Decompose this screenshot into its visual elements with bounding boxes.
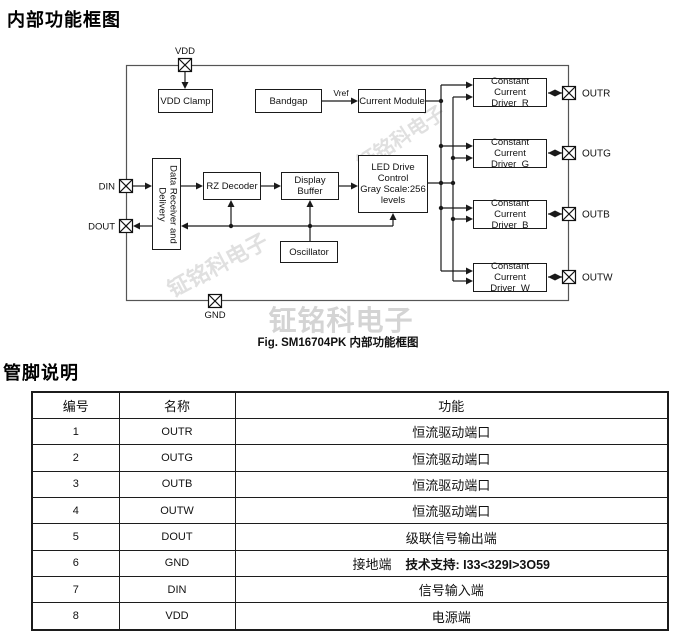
outb-pin-icon: [561, 206, 577, 222]
pin-description-table: 编号 名称 功能 1 OUTR 恒流驱动端口 2 OUTG 恒流驱动端口 3 O…: [31, 391, 669, 631]
outg-pin-label: OUTG: [582, 149, 611, 160]
constant-current-driver-w-block: Constant Current Driver W: [473, 261, 547, 294]
section-title-pin-description: 管脚说明: [3, 363, 79, 383]
constant-current-driver-g-block: Constant Current Driver G: [473, 137, 547, 170]
outb-pin-label: OUTB: [582, 210, 610, 221]
diagram-wires: [133, 72, 562, 282]
din-pin-label: DIN: [99, 182, 116, 193]
vdd-clamp-block: VDD Clamp: [158, 89, 213, 113]
outw-pin-icon: [561, 269, 577, 285]
functional-block-diagram: 钲铭科电子 钲铭科电子 钲铭科电子: [88, 46, 613, 349]
outg-pin-icon: [561, 145, 577, 161]
header-pin-name: 名称: [118, 391, 236, 419]
arrowheads: [133, 81, 562, 285]
vref-signal-label: Vref: [333, 88, 349, 98]
display-buffer-block: Display Buffer: [281, 172, 339, 200]
gnd-function-cell: 接地端技术支持: I33<329I>3O59: [234, 549, 669, 578]
constant-current-driver-r-block: Constant Current Driver R: [473, 76, 547, 109]
table-row: 7 DIN 信号输入端: [31, 576, 669, 604]
outr-pin-label: OUTR: [582, 89, 610, 100]
data-receiver-block: Data Receiver and Delivery: [152, 158, 181, 250]
header-pin-function: 功能: [234, 391, 669, 419]
rz-decoder-block: RZ Decoder: [203, 172, 261, 200]
table-row: 5 DOUT 级联信号输出端: [31, 523, 669, 551]
header-pin-number: 编号: [31, 391, 120, 419]
tech-support-text: 技术支持: I33<329I>3O59: [405, 557, 551, 572]
junction-dots: [228, 98, 456, 229]
dout-pin-label: DOUT: [88, 222, 115, 233]
vdd-pin-icon: [177, 57, 193, 73]
bandgap-block: Bandgap: [255, 89, 322, 113]
table-row: 4 OUTW 恒流驱动端口: [31, 497, 669, 525]
outr-pin-icon: [561, 85, 577, 101]
table-row: 2 OUTG 恒流驱动端口: [31, 444, 669, 472]
table-row: 8 VDD 电源端: [31, 602, 669, 631]
vdd-pin-label: VDD: [175, 46, 195, 57]
table-row: 1 OUTR 恒流驱动端口: [31, 417, 669, 446]
section-title-block-diagram: 内部功能框图: [7, 10, 121, 30]
pins: [118, 57, 577, 309]
table-header-row: 编号 名称 功能: [31, 391, 669, 419]
dout-pin-icon: [118, 218, 134, 234]
gnd-pin-icon: [207, 293, 223, 309]
gnd-pin-label: GND: [204, 310, 225, 321]
outw-pin-label: OUTW: [582, 273, 613, 284]
figure-caption: Fig. SM16704PK 内部功能框图: [257, 337, 419, 349]
oscillator-block: Oscillator: [280, 241, 338, 263]
table-row: 6 GND 接地端技术支持: I33<329I>3O59: [31, 549, 669, 578]
led-drive-control-block: LED Drive Control Gray Scale:256 levels: [358, 155, 428, 213]
current-module-block: Current Module: [358, 89, 426, 113]
din-pin-icon: [118, 178, 134, 194]
table-row: 3 OUTB 恒流驱动端口: [31, 470, 669, 499]
constant-current-driver-b-block: Constant Current Driver B: [473, 198, 547, 231]
diagram-lines-layer: VDD DIN DOUT GND OUTR OUTG OUTB OUTW Vre…: [88, 46, 613, 321]
